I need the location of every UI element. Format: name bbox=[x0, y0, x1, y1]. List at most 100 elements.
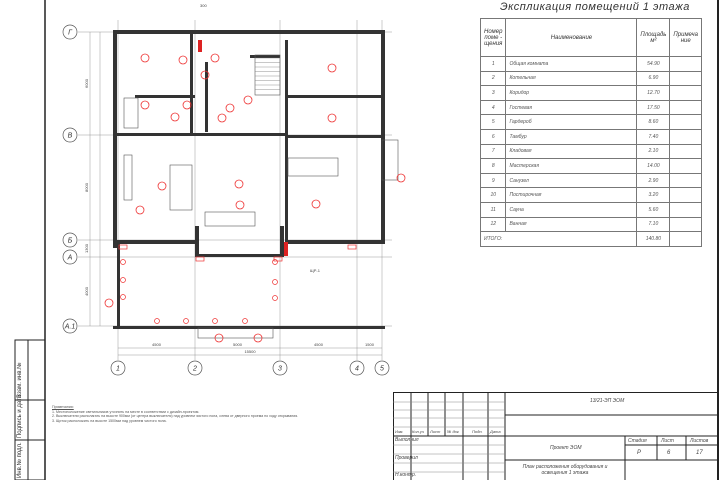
sheets-value: 17 bbox=[696, 450, 703, 456]
workbench bbox=[287, 157, 339, 177]
side-porch bbox=[381, 139, 399, 181]
room-note bbox=[669, 201, 702, 218]
wall-light bbox=[272, 295, 278, 301]
room-area: 8.60 bbox=[636, 114, 671, 130]
room-number: 4 bbox=[479, 99, 507, 116]
light-fixture bbox=[170, 112, 180, 122]
axis-label: 4 bbox=[355, 366, 359, 373]
panel-label: ЩР-1 bbox=[310, 268, 321, 273]
room-name: Мастерская bbox=[505, 158, 638, 174]
bathtub bbox=[123, 97, 139, 129]
side-stamp bbox=[14, 339, 46, 480]
room-area: 54.90 bbox=[636, 56, 671, 72]
col-note: Примеча ние bbox=[669, 18, 702, 57]
room-name: Тамбур bbox=[505, 128, 638, 145]
entrance-steps bbox=[197, 327, 274, 339]
note-item: 3. Щиток расположить на высоте 1500мм на… bbox=[52, 418, 167, 423]
explication-title: Экспликация помещений 1 этажа bbox=[500, 1, 690, 13]
room-area: 6.90 bbox=[636, 70, 671, 87]
dimension-label: 1300 bbox=[84, 243, 89, 253]
light-fixture bbox=[243, 95, 253, 105]
sheet-value: 6 bbox=[667, 450, 671, 456]
wall-light bbox=[120, 259, 126, 265]
axis-bubble bbox=[187, 360, 203, 376]
total-row: ИТОГО:140.80 bbox=[479, 231, 702, 247]
light-fixture bbox=[200, 70, 210, 80]
room-name: Сауна bbox=[505, 201, 638, 218]
col-doc: № док bbox=[447, 429, 459, 434]
light-fixture bbox=[140, 53, 150, 63]
wall bbox=[113, 243, 117, 248]
title-block bbox=[393, 392, 719, 480]
col-sign: Подп. bbox=[472, 429, 483, 434]
wall bbox=[117, 244, 120, 329]
room-name: Коридор bbox=[505, 85, 638, 101]
outdoor-light bbox=[253, 333, 263, 343]
wall-light bbox=[272, 279, 278, 285]
col-kol: Кол.уч bbox=[412, 429, 424, 434]
wall-light bbox=[242, 318, 248, 324]
dimension-label: 5000 bbox=[233, 342, 243, 347]
axis-label: А.1 bbox=[64, 324, 76, 331]
room-note bbox=[669, 172, 702, 189]
wall-lamp bbox=[195, 256, 205, 262]
col-izm: Изм. bbox=[395, 429, 404, 434]
note-item: 1. Местоположение светильников уточнить … bbox=[52, 409, 200, 414]
room-note bbox=[669, 114, 702, 130]
axis-label: 3 bbox=[278, 366, 282, 373]
axis-label: В bbox=[68, 133, 73, 140]
room-note bbox=[669, 143, 702, 160]
wall bbox=[113, 326, 385, 329]
light-fixture bbox=[327, 113, 337, 123]
dimension-label: 8000 bbox=[84, 182, 89, 192]
role-checker: Проверил bbox=[395, 455, 418, 461]
room-number: 8 bbox=[479, 158, 507, 174]
total-area: 140.80 bbox=[636, 231, 671, 247]
room-number: 1 bbox=[479, 56, 507, 72]
axis-label: 1 bbox=[116, 366, 120, 373]
stamp-sign-label: Подпись и дата bbox=[17, 394, 23, 438]
light-fixture bbox=[140, 100, 150, 110]
note-item: 2. Выключатели располагать на высоте 900… bbox=[52, 414, 299, 419]
wall-lamp bbox=[347, 244, 357, 250]
room-note bbox=[669, 85, 702, 101]
dimension-total: 15500 bbox=[244, 349, 256, 354]
wall-light bbox=[212, 318, 218, 324]
col-list: Лист bbox=[430, 429, 441, 434]
room-name: Гардероб bbox=[505, 114, 638, 130]
light-fixture bbox=[235, 200, 245, 210]
room-name: Санузел bbox=[505, 172, 638, 189]
electrical-panel bbox=[284, 242, 288, 256]
wall bbox=[285, 240, 385, 244]
room-area: 3.20 bbox=[636, 187, 671, 203]
axis-bubble bbox=[349, 360, 365, 376]
axis-bubble bbox=[374, 360, 390, 376]
axis-bubble bbox=[110, 360, 126, 376]
wall bbox=[195, 226, 199, 256]
light-fixture bbox=[182, 100, 192, 110]
light-fixture bbox=[217, 113, 227, 123]
total-label: ИТОГО: bbox=[479, 231, 638, 247]
light-fixture bbox=[135, 205, 145, 215]
dimension-label: 300 bbox=[200, 3, 207, 8]
room-number: 12 bbox=[479, 216, 507, 233]
room-number: 9 bbox=[479, 172, 507, 189]
light-fixture bbox=[157, 181, 167, 191]
wall bbox=[280, 226, 284, 256]
outdoor-light bbox=[214, 333, 224, 343]
room-name: Гостевая bbox=[505, 99, 638, 116]
axis-label: 5 bbox=[380, 366, 384, 373]
dimension-label: 4000 bbox=[84, 286, 89, 296]
col-area: Площадь м² bbox=[636, 18, 671, 57]
room-name: Ванная bbox=[505, 216, 638, 233]
explication-table: Номер поме - щения Наименование Площадь … bbox=[479, 18, 702, 247]
notes-title: Примечания: bbox=[52, 405, 74, 409]
